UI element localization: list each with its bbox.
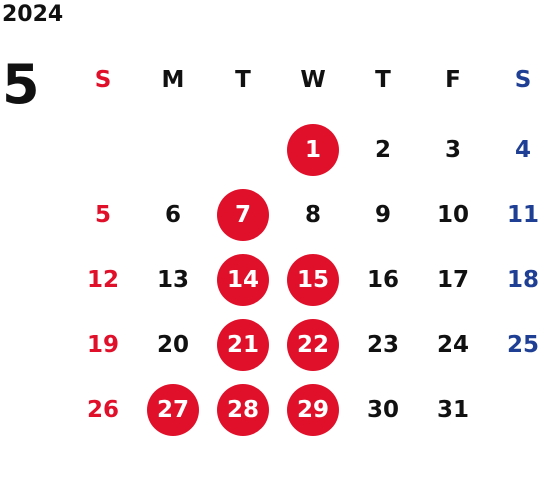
calendar-day: 13 bbox=[156, 267, 189, 293]
calendar-day: 8 bbox=[304, 202, 321, 228]
calendar-day: 23 bbox=[366, 332, 399, 358]
calendar-day: 2 bbox=[374, 137, 391, 163]
calendar-day: 16 bbox=[366, 267, 399, 293]
calendar-day: 6 bbox=[164, 202, 181, 228]
weekday-header: M bbox=[161, 67, 185, 93]
calendar-day: 4 bbox=[514, 137, 531, 163]
highlighted-day: 14 bbox=[217, 254, 269, 306]
highlighted-day: 15 bbox=[287, 254, 339, 306]
highlighted-day: 7 bbox=[217, 189, 269, 241]
weekday-header: F bbox=[445, 67, 461, 93]
highlighted-day: 22 bbox=[287, 319, 339, 371]
weekday-header: S bbox=[514, 67, 532, 93]
calendar-day: 19 bbox=[86, 332, 119, 358]
calendar-day: 3 bbox=[444, 137, 461, 163]
calendar-day: 17 bbox=[436, 267, 469, 293]
highlighted-day: 1 bbox=[287, 124, 339, 176]
calendar-day: 25 bbox=[506, 332, 539, 358]
calendar-day: 31 bbox=[436, 397, 469, 423]
calendar-month: 5 bbox=[2, 53, 40, 116]
calendar-day: 30 bbox=[366, 397, 399, 423]
weekday-header: T bbox=[235, 67, 251, 93]
highlighted-day: 21 bbox=[217, 319, 269, 371]
highlighted-day: 27 bbox=[147, 384, 199, 436]
calendar-day: 24 bbox=[436, 332, 469, 358]
calendar-day: 9 bbox=[374, 202, 391, 228]
calendar-day: 5 bbox=[94, 202, 111, 228]
weekday-header: T bbox=[375, 67, 391, 93]
calendar-day: 12 bbox=[86, 267, 119, 293]
weekday-header: W bbox=[300, 67, 326, 93]
calendar-day: 18 bbox=[506, 267, 539, 293]
calendar-day: 10 bbox=[436, 202, 469, 228]
calendar-day: 20 bbox=[156, 332, 189, 358]
highlighted-day: 29 bbox=[287, 384, 339, 436]
calendar-year: 2024 bbox=[2, 2, 64, 27]
calendar-day: 11 bbox=[506, 202, 539, 228]
highlighted-day: 28 bbox=[217, 384, 269, 436]
calendar-day: 26 bbox=[86, 397, 119, 423]
weekday-header: S bbox=[94, 67, 112, 93]
